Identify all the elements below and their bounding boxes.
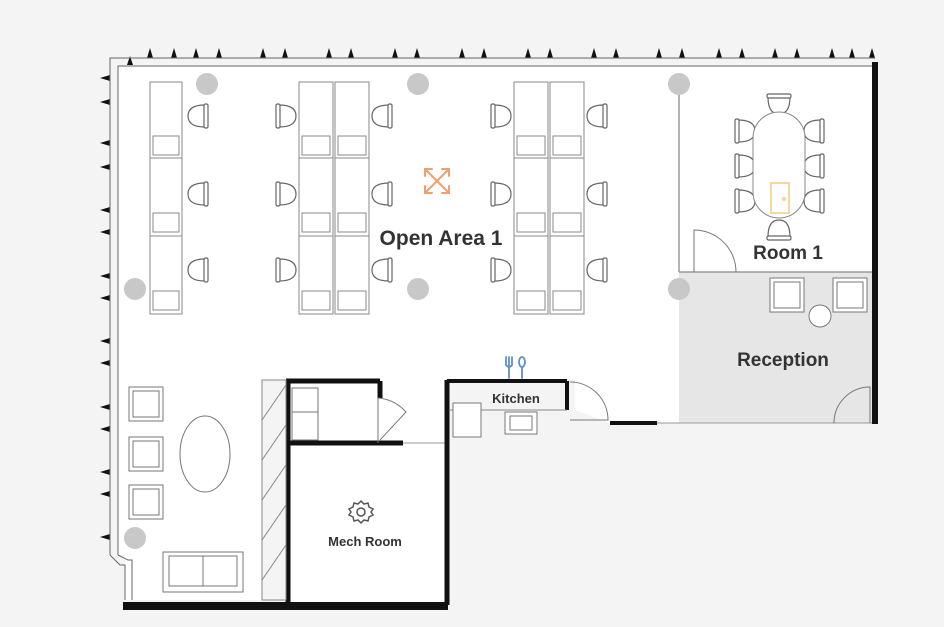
fork-knife-icon[interactable]: [505, 356, 526, 379]
reception-chair-seat: [836, 281, 864, 309]
monitor: [516, 290, 546, 311]
kitchen-sink-basin: [509, 415, 533, 431]
chair: [275, 257, 297, 283]
monitor: [337, 290, 367, 311]
room-door: [693, 229, 737, 273]
chair: [734, 118, 756, 144]
chair: [275, 103, 297, 129]
monitor: [301, 212, 331, 233]
chair: [586, 181, 608, 207]
chair: [490, 181, 512, 207]
conference-table: [752, 111, 806, 219]
monitor: [152, 212, 180, 233]
chair: [490, 257, 512, 283]
monitor: [552, 290, 582, 311]
oval-table: [179, 415, 231, 493]
kitchen-label: Kitchen: [492, 391, 540, 406]
chair: [766, 219, 792, 241]
monitor: [552, 135, 582, 156]
reception-chair-seat: [773, 281, 801, 309]
glazing-corner: [109, 554, 126, 600]
chairs: [187, 93, 825, 283]
monitor: [337, 135, 367, 156]
column: [407, 73, 429, 95]
chair: [803, 188, 825, 214]
monitor: [552, 212, 582, 233]
column: [407, 278, 429, 300]
doors: [377, 229, 871, 443]
kitchen-cabinet: [452, 402, 482, 438]
chair: [187, 181, 209, 207]
chair: [586, 257, 608, 283]
chair: [371, 103, 393, 129]
chair: [803, 118, 825, 144]
reception-label: Reception: [737, 350, 829, 371]
column: [668, 278, 690, 300]
door-icon[interactable]: [770, 182, 790, 214]
monitor: [301, 290, 331, 311]
column: [196, 73, 218, 95]
chair: [734, 153, 756, 179]
column: [124, 278, 146, 300]
expand-arrows-icon[interactable]: [424, 168, 450, 194]
walls: [109, 57, 878, 610]
room-label: Room 1: [753, 243, 823, 264]
outer-glazing: [109, 57, 875, 555]
chair: [371, 181, 393, 207]
sofa-seat: [202, 555, 238, 587]
lounge-chair-seat: [132, 440, 160, 468]
reception-door: [833, 386, 871, 424]
column: [124, 527, 146, 549]
closet-fixture: [291, 387, 319, 441]
kitchen-door: [569, 381, 609, 421]
chair: [586, 103, 608, 129]
monitor: [152, 135, 180, 156]
storage-shelves: [261, 379, 287, 601]
lounge-furniture: [128, 277, 868, 593]
columns: [124, 73, 690, 549]
chair: [490, 103, 512, 129]
conference-furniture: [752, 111, 806, 219]
gear-icon[interactable]: [347, 499, 375, 525]
column: [668, 73, 690, 95]
desk: [334, 235, 370, 315]
side-table: [808, 304, 832, 328]
left-window-marks: [100, 75, 110, 540]
monitor: [516, 212, 546, 233]
chair: [371, 257, 393, 283]
open-area-label: Open Area 1: [380, 227, 503, 250]
monitor: [516, 135, 546, 156]
main-floor: [118, 66, 875, 605]
lounge-chair-seat: [132, 488, 160, 516]
lounge-chair-seat: [132, 390, 160, 418]
monitor: [152, 290, 180, 311]
mech-room-label: Mech Room: [328, 534, 402, 549]
desk: [298, 235, 334, 315]
glazing-corner-inner: [117, 554, 133, 600]
sofa-seat: [168, 555, 204, 587]
monitor: [301, 135, 331, 156]
desk: [149, 235, 183, 315]
chair: [187, 257, 209, 283]
inner-glazing: [117, 65, 875, 555]
desks: [149, 81, 585, 315]
chair: [275, 181, 297, 207]
monitor: [337, 212, 367, 233]
mech-door: [377, 397, 407, 443]
top-window-marks: [127, 48, 875, 65]
shelf-hatching: [261, 384, 287, 582]
chair: [187, 103, 209, 129]
desk: [513, 235, 549, 315]
desk: [549, 235, 585, 315]
